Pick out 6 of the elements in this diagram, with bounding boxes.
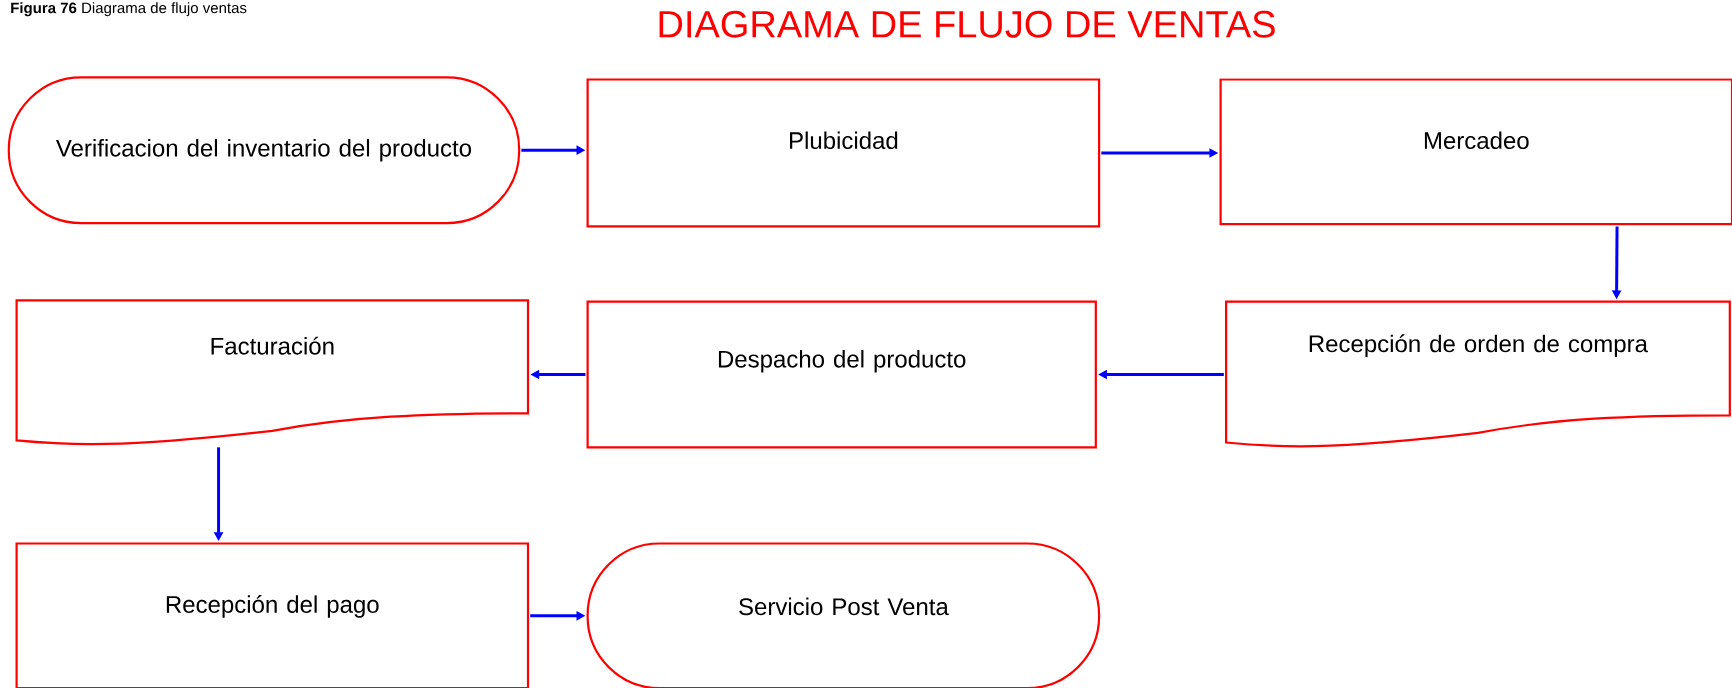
process-box: Recepción del pago: [15, 542, 530, 688]
process-box: Plubicidad: [586, 78, 1101, 228]
process-box: Despacho del producto: [586, 300, 1097, 449]
figure-caption: Figura 76 Diagrama de flujo ventas: [11, 2, 247, 17]
process-box: Mercadeo: [1219, 78, 1732, 226]
diagram-title: DIAGRAMA DE FLUJO DE VENTAS: [659, 10, 1275, 38]
